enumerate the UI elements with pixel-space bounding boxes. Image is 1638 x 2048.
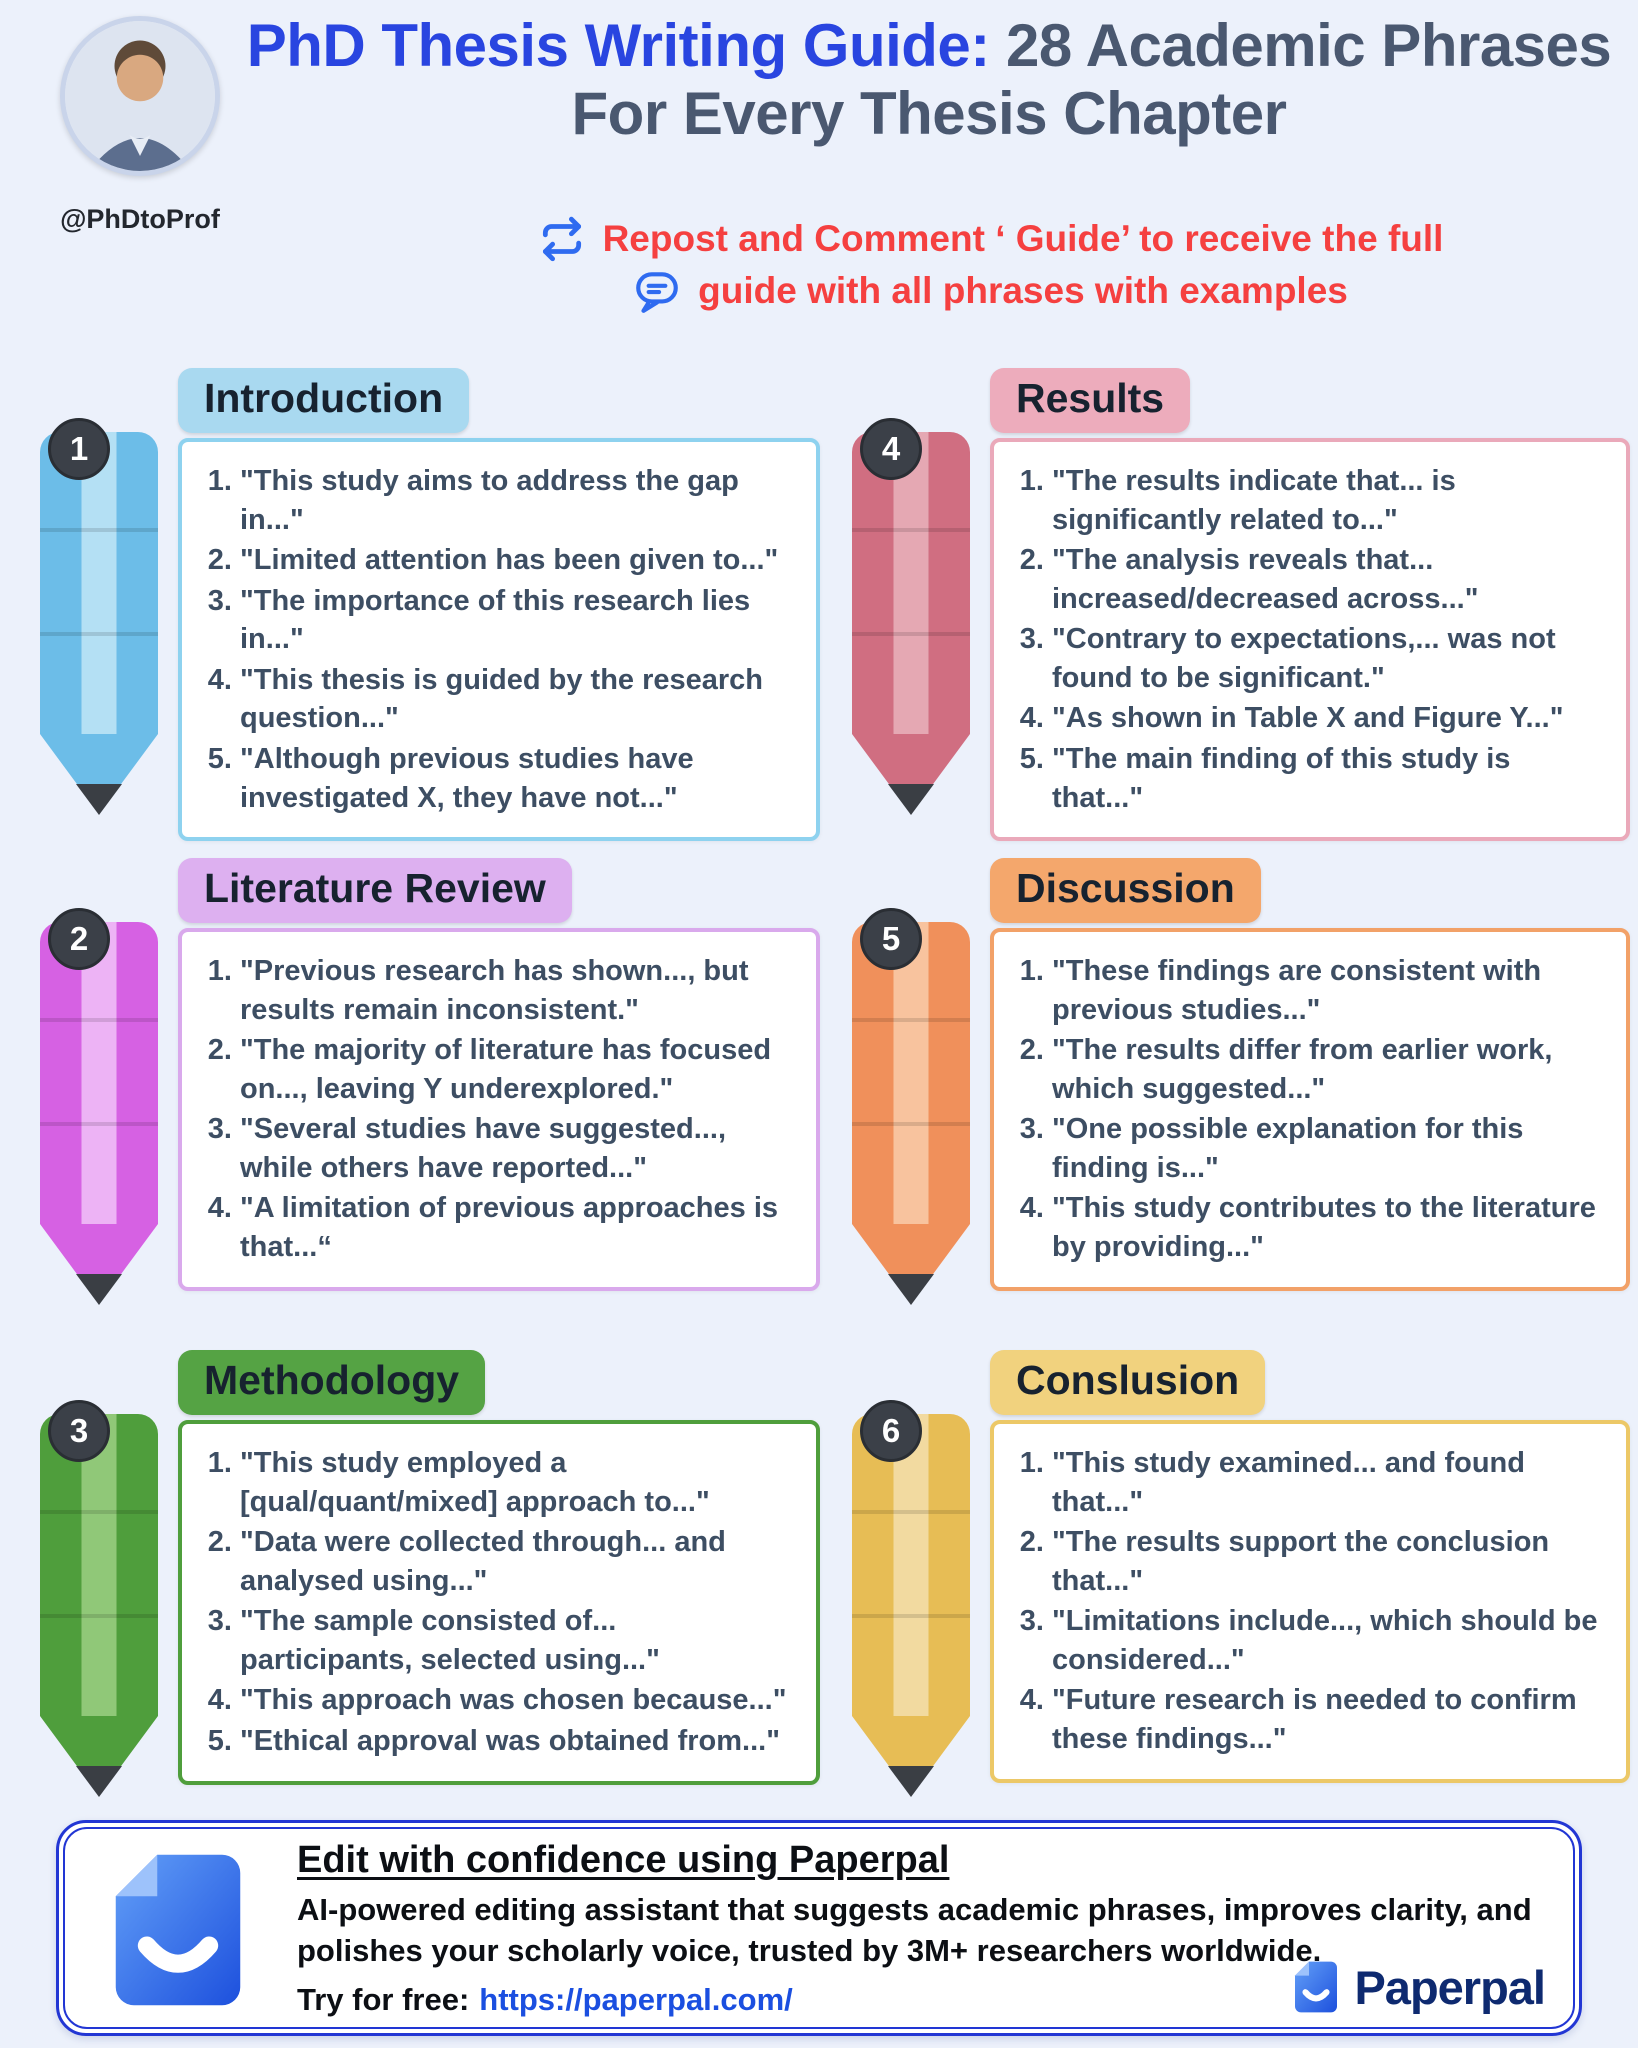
phrase-list: "This study employed a [qual/quant/mixed… <box>198 1444 794 1761</box>
phrase-box: "This study examined... and found that..… <box>990 1420 1630 1783</box>
phrase-item: "Future research is needed to confirm th… <box>1052 1681 1604 1758</box>
section-number-badge: 3 <box>48 1400 110 1462</box>
phrase-item: "Contrary to expectations,... was not fo… <box>1052 620 1604 697</box>
pencil-lead <box>888 1766 934 1797</box>
pencil-body <box>852 1414 970 1716</box>
phrase-item: "A limitation of previous approaches is … <box>240 1189 794 1266</box>
section-number-badge: 1 <box>48 418 110 480</box>
phrase-item: "The importance of this research lies in… <box>240 582 794 659</box>
try-free-label: Try for free: <box>297 1981 470 2017</box>
comment-icon <box>632 266 682 316</box>
phrase-list: "The results indicate that... is signifi… <box>1010 462 1604 817</box>
paperpal-brand-name: Paperpal <box>1354 1960 1546 2014</box>
phrase-item: "As shown in Table X and Figure Y..." <box>1052 699 1604 738</box>
phrase-item: "Data were collected through... and anal… <box>240 1523 794 1600</box>
phrase-item: "Ethical approval was obtained from..." <box>240 1722 794 1761</box>
phrase-list: "This study examined... and found that..… <box>1010 1444 1604 1759</box>
pencil-lead <box>76 1766 122 1797</box>
phrase-item: "The analysis reveals that... increased/… <box>1052 541 1604 618</box>
pencil-illustration: 5 <box>852 908 970 1305</box>
phrase-item: "The sample consisted of... participants… <box>240 1602 794 1679</box>
pencil-body <box>40 432 158 734</box>
pencil-illustration: 6 <box>852 1400 970 1797</box>
author-handle: @PhDtoProf <box>60 204 220 234</box>
pencil-body <box>40 1414 158 1716</box>
phrase-item: "Several studies have suggested..., whil… <box>240 1110 794 1187</box>
phrase-item: "The results indicate that... is signifi… <box>1052 462 1604 539</box>
phrase-item: "Although previous studies have investig… <box>240 740 794 817</box>
section-number-badge: 6 <box>860 1400 922 1462</box>
cta-line-2: guide with all phrases with examples <box>350 266 1630 316</box>
pencil-body <box>852 432 970 734</box>
pencil-illustration: 4 <box>852 418 970 815</box>
phrase-item: "The results differ from earlier work, w… <box>1052 1031 1604 1108</box>
page-title-rest: 28 Academic Phrases For Every Thesis Cha… <box>571 12 1612 148</box>
section-number-badge: 2 <box>48 908 110 970</box>
phrase-item: "The majority of literature has focused … <box>240 1031 794 1108</box>
phrase-item: "This study employed a [qual/quant/mixed… <box>240 1444 794 1521</box>
phrase-item: "This thesis is guided by the research q… <box>240 661 794 738</box>
phrase-item: "These findings are consistent with prev… <box>1052 952 1604 1029</box>
phrase-item: "One possible explanation for this findi… <box>1052 1110 1604 1187</box>
profile-photo-placeholder <box>65 21 215 171</box>
phrase-box: "The results indicate that... is signifi… <box>990 438 1630 842</box>
phrase-item: "The main finding of this study is that.… <box>1052 740 1604 817</box>
phrase-item: "Limited attention has been given to..." <box>240 541 794 580</box>
repost-icon <box>537 214 587 264</box>
section-title-badge: Results <box>990 368 1191 433</box>
phrase-list: "Previous research has shown..., but res… <box>198 952 794 1267</box>
phrase-list: "This study aims to address the gap in..… <box>198 462 794 817</box>
pencil-lead <box>76 784 122 815</box>
cta-block: Repost and Comment ‘ Guide’ to receive t… <box>350 214 1630 316</box>
pencil-lead <box>888 1274 934 1305</box>
section-number-badge: 5 <box>860 908 922 970</box>
phrase-list: "These findings are consistent with prev… <box>1010 952 1604 1267</box>
pencil-illustration: 1 <box>40 418 158 815</box>
phrase-box: "Previous research has shown..., but res… <box>178 928 820 1291</box>
phrase-item: "Limitations include..., which should be… <box>1052 1602 1604 1679</box>
pencil-body <box>40 922 158 1224</box>
section-title-badge: Discussion <box>990 858 1261 923</box>
avatar <box>60 16 220 176</box>
phrase-item: "This study aims to address the gap in..… <box>240 462 794 539</box>
paperpal-wordmark: Paperpal <box>1288 1959 1546 2015</box>
phrase-box: "These findings are consistent with prev… <box>990 928 1630 1291</box>
pencil-illustration: 2 <box>40 908 158 1305</box>
phrase-box: "This study employed a [qual/quant/mixed… <box>178 1420 820 1785</box>
phrase-item: "Previous research has shown..., but res… <box>240 952 794 1029</box>
paperpal-banner: Edit with confidence using Paperpal AI-p… <box>56 1820 1582 2036</box>
page-title: PhD Thesis Writing Guide: 28 Academic Ph… <box>228 12 1630 149</box>
pencil-lead <box>888 784 934 815</box>
footer-cta: Try for free:https://paperpal.com/ <box>297 1982 1555 2018</box>
cta-line-1: Repost and Comment ‘ Guide’ to receive t… <box>350 214 1630 264</box>
phrase-item: "This study examined... and found that..… <box>1052 1444 1604 1521</box>
footer-description: AI-powered editing assistant that sugges… <box>297 1892 1532 1968</box>
page-title-highlight: PhD Thesis Writing Guide: <box>246 12 991 79</box>
footer-heading: Edit with confidence using Paperpal <box>297 1839 950 1881</box>
phrase-item: "The results support the conclusion that… <box>1052 1523 1604 1600</box>
cta-text-2: guide with all phrases with examples <box>698 270 1348 311</box>
cta-text-1: Repost and Comment ‘ Guide’ to receive t… <box>602 218 1444 259</box>
section-number-badge: 4 <box>860 418 922 480</box>
section-title-badge: Methodology <box>178 1350 486 1415</box>
paperpal-link[interactable]: https://paperpal.com/ <box>479 1981 793 2017</box>
paperpal-logo-icon <box>95 1847 261 2013</box>
section-title-badge: Introduction <box>178 368 470 433</box>
pencil-illustration: 3 <box>40 1400 158 1797</box>
paperpal-logo-icon-small <box>1288 1959 1344 2015</box>
phrase-item: "This approach was chosen because..." <box>240 1681 794 1720</box>
pencil-lead <box>76 1274 122 1305</box>
section-title-badge: Literature Review <box>178 858 572 923</box>
section-title-badge: Conslusion <box>990 1350 1266 1415</box>
footer-text-block: Edit with confidence using Paperpal AI-p… <box>297 1839 1555 2018</box>
pencil-body <box>852 922 970 1224</box>
phrase-item: "This study contributes to the literatur… <box>1052 1189 1604 1266</box>
phrase-box: "This study aims to address the gap in..… <box>178 438 820 842</box>
